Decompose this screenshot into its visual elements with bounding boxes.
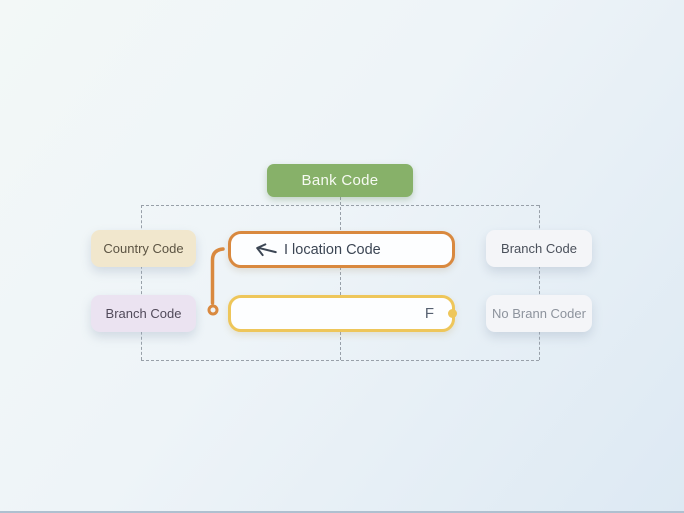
orange-connector-line [207,247,225,316]
location-code-box: I location Code [228,231,455,268]
return-left-arrow-icon [256,242,277,256]
branch-code-right-node: Branch Code [486,230,592,267]
dashed-line-bottom [141,360,539,361]
no-branch-code-node: No Brann Coder [486,295,592,332]
country-code-node: Country Code [91,230,196,267]
bank-code-label: Bank Code [301,172,379,189]
country-code-label: Country Code [103,241,184,256]
empty-code-box: F [228,295,455,332]
dashed-line-right [539,205,540,360]
bottom-edge-line [0,511,684,513]
empty-box-label: F [424,305,434,322]
dashed-line-center [340,197,341,360]
location-code-label: I location Code [284,241,381,258]
branch-code-right-label: Branch Code [501,241,577,256]
branch-code-left-label: Branch Code [105,306,182,321]
no-branch-code-label: No Brann Coder [492,306,586,321]
bank-code-node: Bank Code [267,164,413,197]
dashed-line-left [141,205,142,360]
yellow-notch-dot [448,309,457,318]
branch-code-left-node: Branch Code [91,295,196,332]
